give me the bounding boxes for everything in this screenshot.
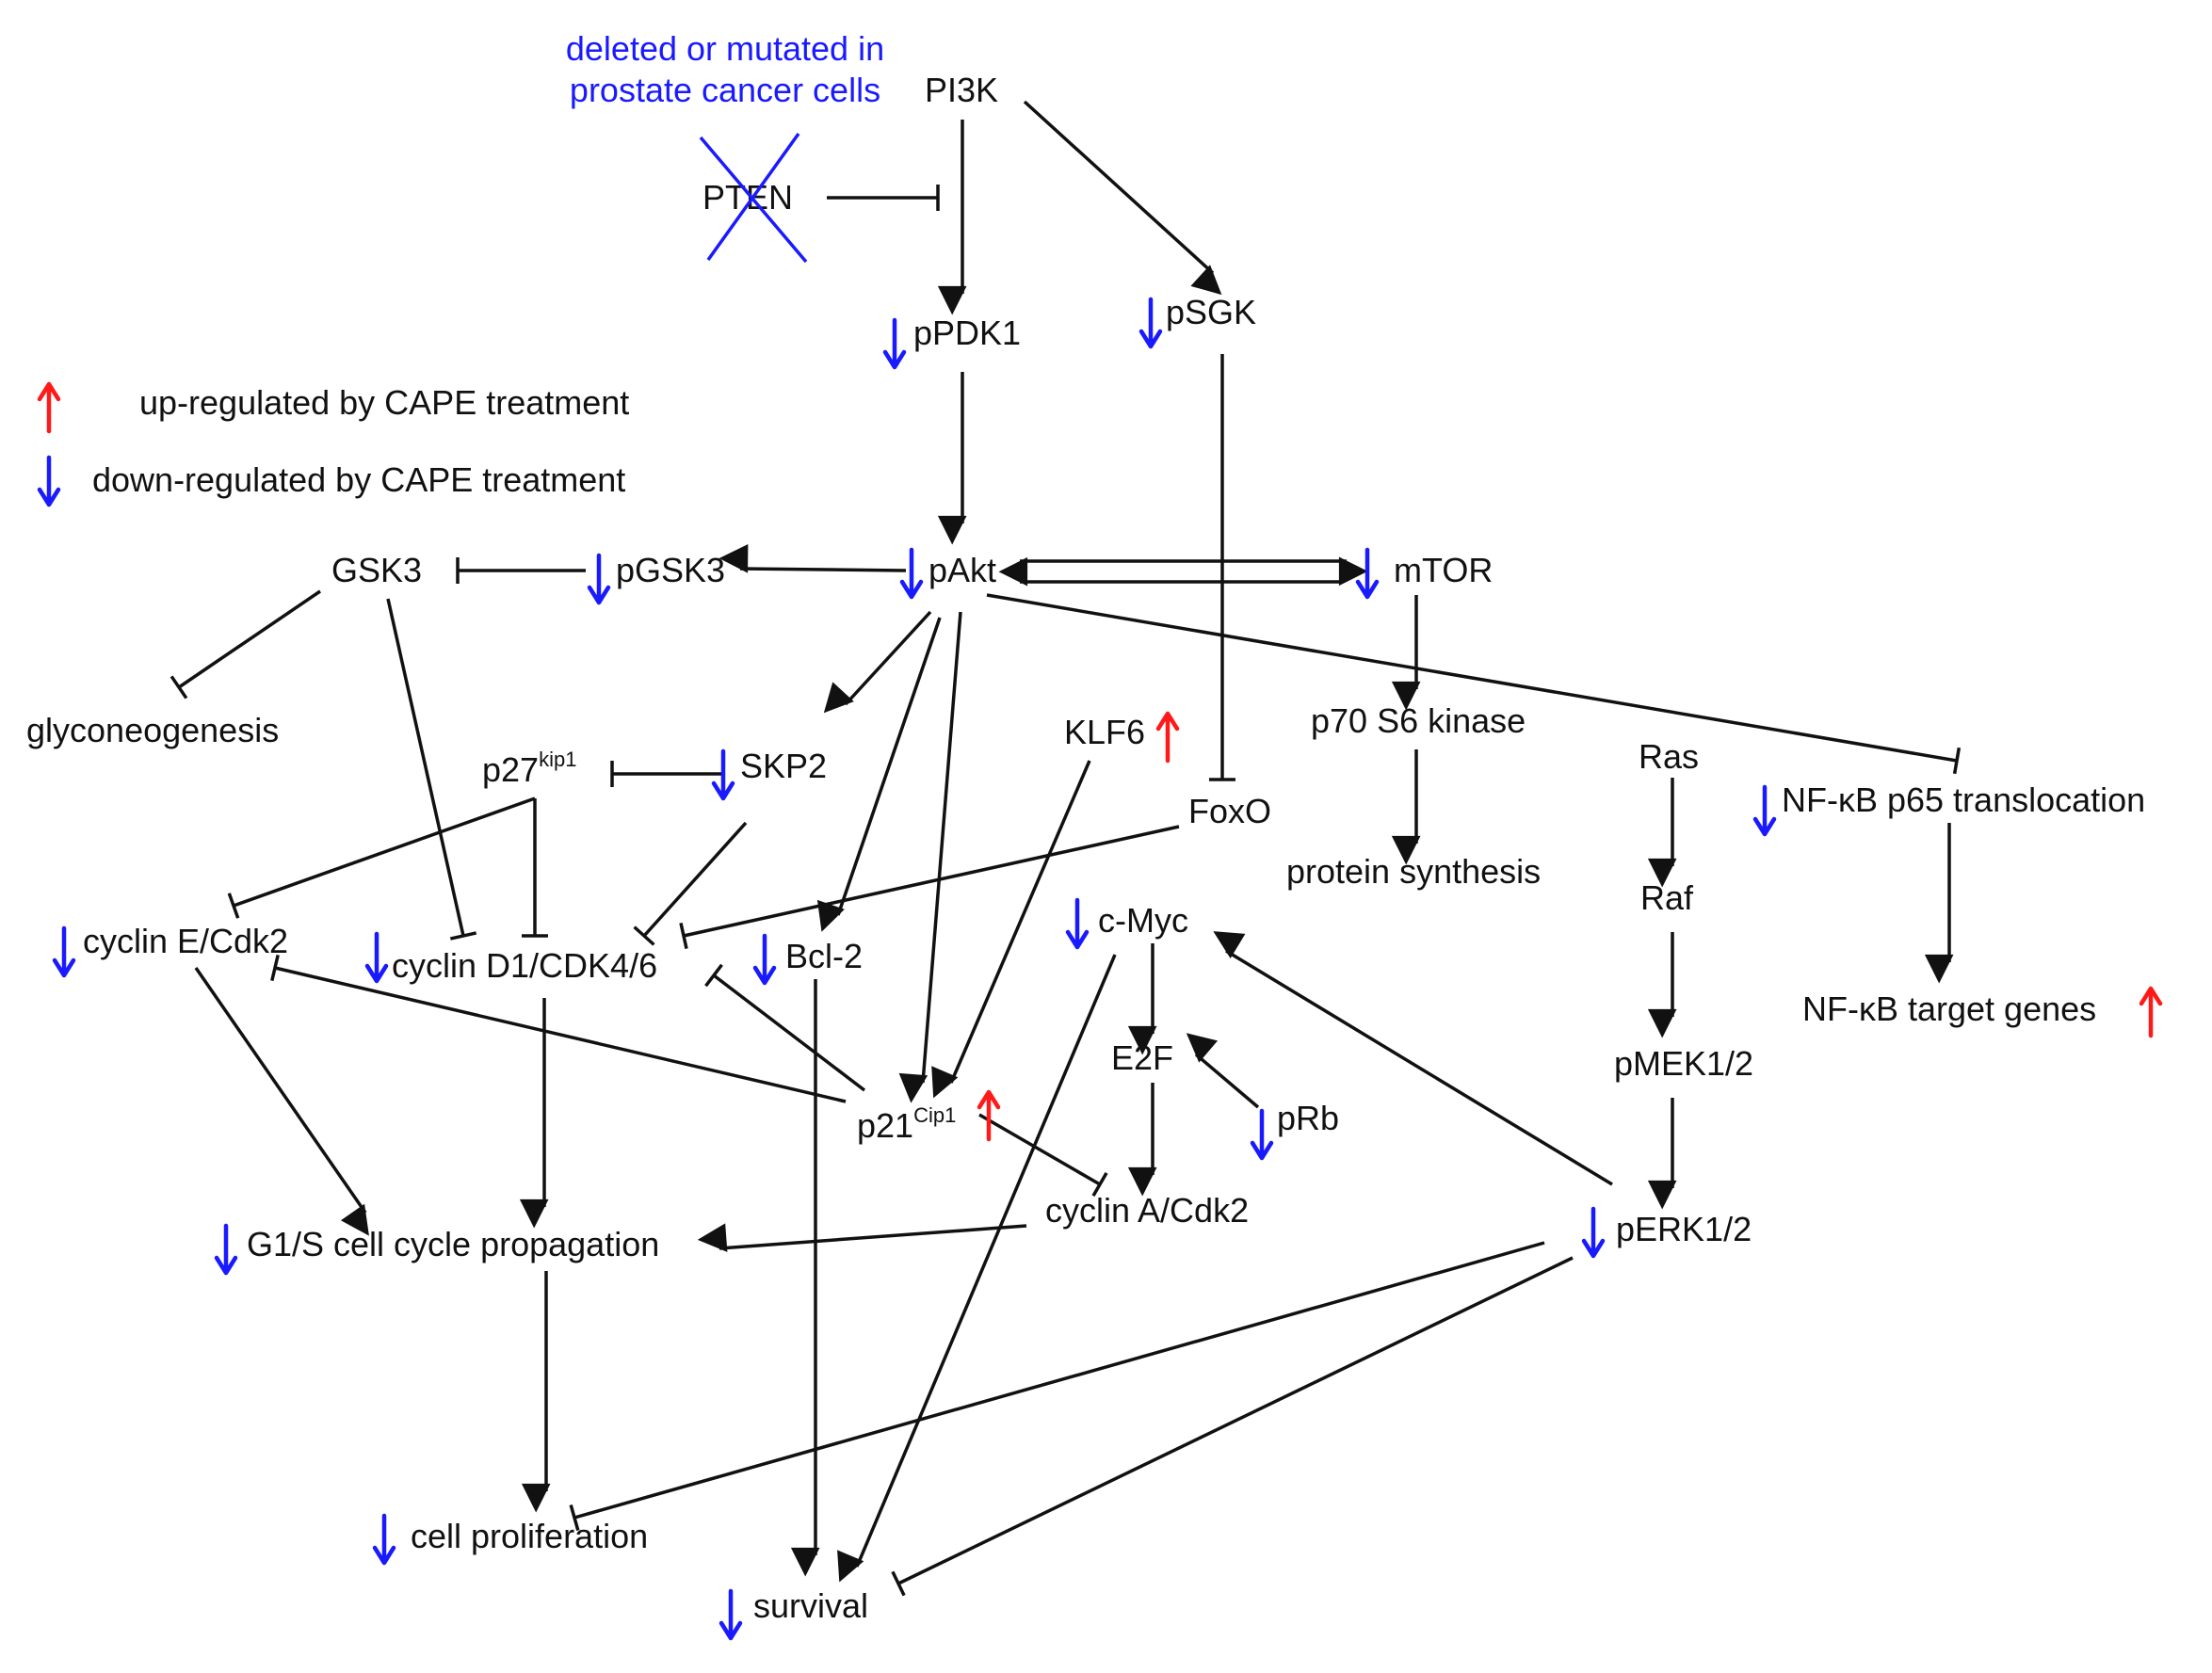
cmyc-down-arrow-icon bbox=[1065, 897, 1090, 950]
pgsk3-down-arrow-icon bbox=[587, 553, 611, 605]
ppdk1-down-arrow-icon bbox=[882, 317, 907, 370]
skp2-down-arrow-icon bbox=[711, 748, 735, 801]
node-nfkb-target-genes: NF-κB target genes bbox=[1802, 989, 2096, 1028]
node-pgsk3: pGSK3 bbox=[616, 551, 725, 589]
node-mtor: mTOR bbox=[1394, 551, 1493, 589]
pakt-down-arrow-icon bbox=[899, 547, 924, 600]
edge-cyclinA-g1s bbox=[697, 1223, 1027, 1252]
node-prb: pRb bbox=[1277, 1099, 1339, 1137]
svg-text:p27kip1: p27kip1 bbox=[482, 748, 576, 789]
legend: up-regulated by CAPE treatment down-regu… bbox=[37, 381, 629, 507]
edge-gsk3-inhibits-cyclinD1 bbox=[386, 598, 477, 941]
svg-text:p21Cip1: p21Cip1 bbox=[857, 1103, 956, 1145]
edge-p21-inhibits-cyclinE bbox=[270, 954, 847, 1103]
node-p21: p21Cip1 bbox=[857, 1103, 956, 1145]
edge-perk-cmyc bbox=[1213, 931, 1613, 1186]
node-gsk3: GSK3 bbox=[331, 551, 422, 589]
bcl2-down-arrow-icon bbox=[752, 933, 777, 986]
node-pten-label: PTEN bbox=[702, 178, 793, 217]
legend-up-label: up-regulated by CAPE treatment bbox=[139, 383, 629, 422]
p27-base: p27 bbox=[482, 750, 539, 789]
node-foxo: FoxO bbox=[1188, 792, 1271, 830]
legend-down-arrow-icon bbox=[37, 455, 61, 507]
edge-cyclinE-g1s bbox=[194, 967, 369, 1236]
node-klf6: KLF6 bbox=[1064, 713, 1145, 751]
p21-superscript: Cip1 bbox=[913, 1103, 956, 1127]
note-line-1: deleted or mutated in bbox=[566, 29, 884, 68]
node-pi3k: PI3K bbox=[925, 71, 998, 109]
edge-prb-e2f bbox=[1186, 1033, 1260, 1109]
node-pten: PTEN bbox=[699, 132, 808, 264]
node-perk: pERK1/2 bbox=[1616, 1210, 1752, 1248]
edge-pi3k-psgk bbox=[1023, 100, 1222, 296]
node-cyclinD1-cdk46: cyclin D1/CDK4/6 bbox=[392, 946, 657, 985]
node-p27: p27kip1 bbox=[482, 748, 576, 789]
edge-pakt-skp2 bbox=[823, 610, 932, 714]
cyclinE-down-arrow-icon bbox=[52, 925, 76, 978]
edge-pakt-p21 bbox=[898, 611, 962, 1103]
mtor-down-arrow-icon bbox=[1355, 547, 1380, 600]
node-psgk: pSGK bbox=[1166, 293, 1256, 331]
perk-down-arrow-icon bbox=[1581, 1206, 1606, 1259]
node-raf: Raf bbox=[1640, 878, 1694, 917]
note-line-2: prostate cancer cells bbox=[570, 71, 880, 109]
node-pakt: pAkt bbox=[928, 551, 996, 589]
node-skp2: SKP2 bbox=[740, 747, 827, 785]
node-g1s-cell-cycle-propagation: G1/S cell cycle propagation bbox=[247, 1225, 659, 1263]
node-pmek: pMEK1/2 bbox=[1614, 1044, 1753, 1083]
node-p70s6k: p70 S6 kinase bbox=[1311, 701, 1526, 740]
node-ppdk1: pPDK1 bbox=[913, 314, 1021, 352]
prb-down-arrow-icon bbox=[1250, 1108, 1274, 1161]
edge-gsk3-inhibits-glyconeogenesis bbox=[170, 589, 321, 700]
edge-perk-inhibits-cell-proliferation bbox=[569, 1241, 1545, 1531]
node-e2f: E2F bbox=[1111, 1038, 1173, 1077]
node-ras: Ras bbox=[1639, 737, 1699, 776]
pten-mutation-note: deleted or mutated in prostate cancer ce… bbox=[566, 29, 884, 109]
legend-down-label: down-regulated by CAPE treatment bbox=[92, 460, 625, 499]
node-bcl2: Bcl-2 bbox=[785, 937, 863, 975]
edge-p21-inhibits-cyclinD1 bbox=[704, 963, 866, 1092]
p21-up-arrow-icon bbox=[977, 1089, 1001, 1142]
edge-perk-inhibits-survival bbox=[891, 1256, 1574, 1597]
node-cyclinA-cdk2: cyclin A/Cdk2 bbox=[1045, 1191, 1249, 1230]
legend-up-arrow-icon bbox=[37, 381, 61, 434]
node-cell-proliferation: cell proliferation bbox=[411, 1517, 648, 1555]
edge-p27-inhibits-cyclinE bbox=[227, 796, 536, 919]
klf6-up-arrow-icon bbox=[1155, 711, 1180, 764]
nfkb-targets-up-arrow-icon bbox=[2139, 986, 2163, 1038]
node-cyclinE-cdk2: cyclin E/Cdk2 bbox=[83, 922, 288, 960]
p27-superscript: kip1 bbox=[539, 748, 576, 771]
edge-cmyc-survival bbox=[837, 954, 1117, 1583]
pten-cross-stroke-2 bbox=[706, 132, 800, 262]
node-protein-synthesis: protein synthesis bbox=[1286, 852, 1541, 891]
psgk-down-arrow-icon bbox=[1138, 297, 1163, 349]
node-cmyc: c-Myc bbox=[1098, 901, 1188, 940]
edge-pakt-pgsk3 bbox=[718, 543, 907, 573]
g1s-down-arrow-icon bbox=[214, 1223, 238, 1276]
cyclinD1-down-arrow-icon bbox=[364, 931, 389, 984]
node-nfkb-p65-translocation: NF-κB p65 translocation bbox=[1782, 780, 2145, 819]
edge-pakt-bcl2 bbox=[816, 617, 942, 932]
edge-pakt-inhibits-nfkb bbox=[986, 593, 1962, 775]
cell-proliferation-down-arrow-icon bbox=[372, 1513, 396, 1566]
nfkb-p65-down-arrow-icon bbox=[1752, 784, 1777, 837]
nodes: PI3K PTEN pPDK1 pSGK pAkt pGSK3 GSK3 mTO… bbox=[26, 71, 2163, 1641]
edge-p21-inhibits-cyclinA bbox=[978, 1113, 1108, 1197]
edge-skp2-inhibits-cyclinD1 bbox=[633, 821, 748, 946]
edges bbox=[170, 100, 1962, 1597]
edge-klf6-p21 bbox=[931, 760, 1091, 1099]
p21-base: p21 bbox=[857, 1106, 913, 1145]
survival-down-arrow-icon bbox=[718, 1588, 743, 1641]
edge-foxo-inhibits-cyclinD1 bbox=[679, 825, 1180, 950]
node-glyconeogenesis: glyconeogenesis bbox=[26, 711, 279, 749]
node-survival: survival bbox=[753, 1586, 868, 1625]
